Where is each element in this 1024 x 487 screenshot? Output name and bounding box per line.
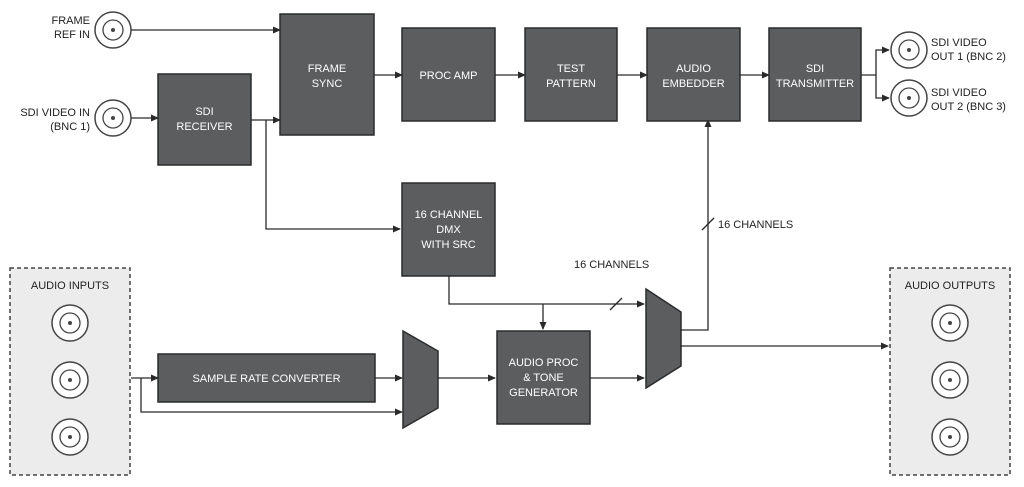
audio-proc-text-1: AUDIO PROC [509,357,579,369]
bus-label-from-dmx: 16 CHANNELS [574,259,649,271]
frame-ref-in-label-1: FRAME [52,15,91,27]
sdi-video-out-1-bnc-icon [890,31,928,69]
dmx-text-1: 16 CHANNEL [415,209,483,221]
frame-sync-text-2: SYNC [312,78,343,90]
proc-amp-block: PROC AMP [401,27,496,122]
frame-sync-block: FRAME SYNC [279,13,375,136]
sdi-receiver-text-2: RECEIVER [176,121,232,133]
sdi-video-in-bnc-icon [94,99,132,137]
dmx-text-2: DMX [436,224,461,236]
audio-proc-block: AUDIO PROC & TONE GENERATOR [496,330,591,425]
dmx-text-3: WITH SRC [421,239,475,251]
audio-proc-text-3: GENERATOR [509,387,578,399]
audio-embedder-text-1: AUDIO [676,63,711,75]
audio-embedder-text-2: EMBEDDER [662,78,724,90]
dmx-block: 16 CHANNEL DMX WITH SRC [401,182,496,277]
audio-output-1-bnc-icon [931,304,969,342]
test-pattern-text-2: PATTERN [546,78,596,90]
sdi-receiver-block: SDI RECEIVER [157,73,252,166]
audio-output-3-bnc-icon [931,418,969,456]
audio-input-3-bnc-icon [51,418,89,456]
audio-inputs-label: AUDIO INPUTS [31,280,109,292]
frame-ref-in-bnc-icon [94,11,132,49]
sdi-video-in-label-1: SDI VIDEO IN [20,107,90,119]
frame-sync-text-1: FRAME [308,63,347,75]
proc-amp-text: PROC AMP [419,70,477,82]
frame-ref-in-label-2: REF IN [54,29,90,41]
bus-label-to-embedder: 16 CHANNELS [718,219,793,231]
sdi-transmitter-text-1: SDI [806,63,824,75]
audio-input-1-bnc-icon [51,304,89,342]
sdi-video-out-1-label-2: OUT 1 (BNC 2) [931,51,1006,63]
sdi-transmitter-text-2: TRANSMITTER [776,78,854,90]
test-pattern-block: TEST PATTERN [524,27,618,122]
audio-output-2-bnc-icon [931,361,969,399]
sdi-video-in-label-2: (BNC 1) [50,121,90,133]
sdi-video-out-1-label-1: SDI VIDEO [931,37,987,49]
sdi-video-out-2-label-1: SDI VIDEO [931,87,987,99]
output-mux-trapezoid [645,287,682,390]
test-pattern-text-1: TEST [557,63,585,75]
audio-outputs-label: AUDIO OUTPUTS [905,280,995,292]
sdi-video-out-2-bnc-icon [890,79,928,117]
sample-rate-converter-block: SAMPLE RATE CONVERTER [157,353,376,403]
sdi-receiver-text-1: SDI [195,106,213,118]
signal-wires [131,26,890,416]
input-mux-trapezoid [402,329,439,430]
sdi-transmitter-block: SDI TRANSMITTER [768,27,862,122]
audio-embedder-block: AUDIO EMBEDDER [646,27,741,122]
sdi-video-out-2-label-2: OUT 2 (BNC 3) [931,101,1006,113]
audio-proc-text-2: & TONE [523,372,564,384]
sample-rate-converter-text: SAMPLE RATE CONVERTER [192,373,340,385]
audio-input-2-bnc-icon [51,361,89,399]
